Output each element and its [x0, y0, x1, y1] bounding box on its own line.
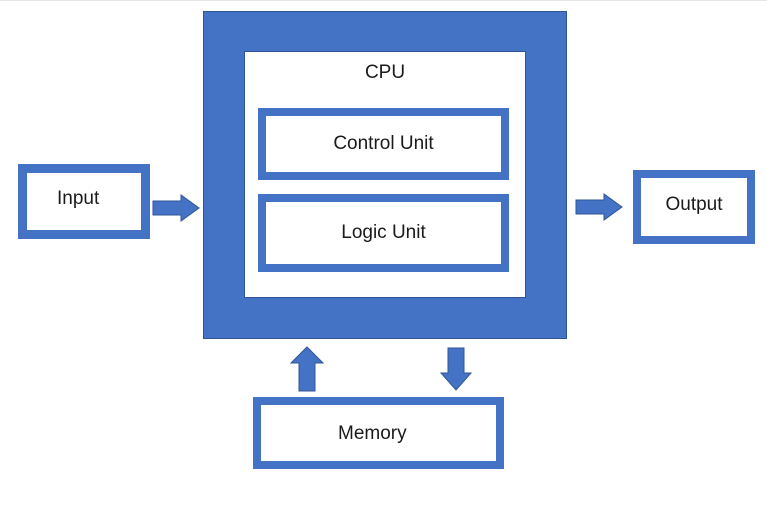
control-unit-box: Control Unit [258, 108, 509, 180]
cpu-to-memory-arrow [439, 347, 473, 391]
logic-unit-label: Logic Unit [341, 222, 426, 243]
logic-unit-box: Logic Unit [258, 194, 509, 272]
input-box: Input [18, 164, 150, 239]
memory-to-cpu-arrow [289, 346, 325, 392]
cpu-label: CPU [364, 62, 406, 83]
memory-box: Memory [253, 397, 504, 469]
output-box: Output [633, 170, 755, 244]
input-to-cpu-arrow [152, 194, 200, 222]
output-label: Output [665, 194, 723, 215]
input-label: Input [57, 187, 100, 209]
memory-label: Memory [338, 423, 407, 444]
top-divider [0, 0, 767, 1]
cpu-to-output-arrow [575, 193, 623, 221]
control-unit-label: Control Unit [333, 133, 434, 154]
